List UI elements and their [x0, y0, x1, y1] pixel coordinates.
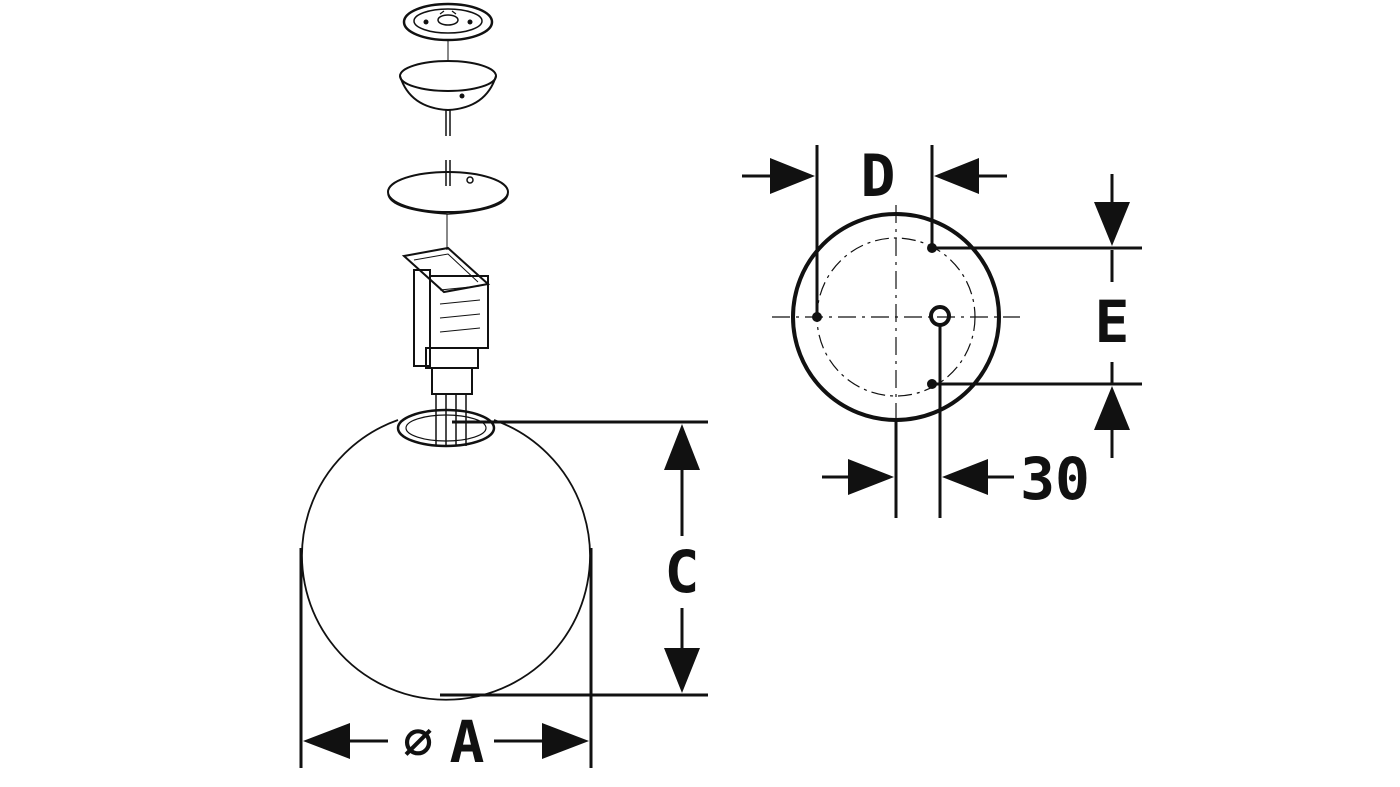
canopy-top-view	[772, 205, 1020, 430]
ceiling-plate	[402, 2, 494, 42]
pendant-lamp-side-view	[301, 2, 591, 701]
center-hole	[929, 305, 951, 327]
globe-neck-ring	[396, 408, 496, 448]
cover-disk	[387, 171, 509, 215]
glass-globe	[301, 419, 591, 701]
label-a: A	[450, 708, 485, 776]
socket-assembly	[401, 214, 491, 446]
dimension-a: ⌀ A	[299, 548, 593, 776]
dimension-e: E	[932, 174, 1142, 458]
suspension-rod	[445, 110, 451, 186]
label-30: 30	[1020, 445, 1090, 513]
canopy-bowl	[399, 60, 497, 112]
dimension-30: 30	[822, 325, 1090, 518]
dimension-d: D	[742, 142, 1007, 317]
label-c: C	[665, 538, 700, 606]
label-e: E	[1095, 288, 1130, 356]
dimension-c: C	[440, 420, 708, 697]
diameter-symbol: ⌀	[403, 712, 433, 770]
label-d: D	[861, 142, 896, 210]
